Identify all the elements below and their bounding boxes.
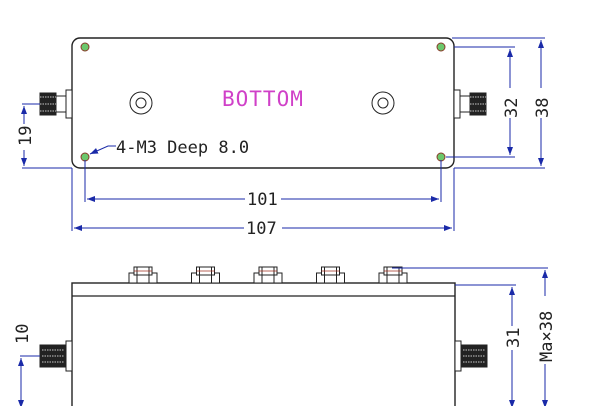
dim-hole-spacing-h: 101 <box>247 190 278 210</box>
top-view: BOTTOM 4-M3 Deep 8.0 <box>14 37 553 239</box>
dim-height: 38 <box>533 98 553 118</box>
tuning-nut <box>191 266 220 284</box>
housing-side-outline <box>71 282 456 406</box>
side-dimension-lines <box>18 267 548 406</box>
view-title: BOTTOM <box>222 87 304 111</box>
tuning-nuts <box>128 266 408 284</box>
mounting-hole <box>436 42 446 52</box>
dim-length: 107 <box>246 219 277 239</box>
mounting-hole <box>436 152 446 162</box>
tuning-screw <box>129 91 153 115</box>
tuning-screw <box>371 91 395 115</box>
sma-connector-left <box>39 89 73 119</box>
tuning-nut <box>253 266 283 284</box>
side-view: 10 31 Ma×38 <box>10 266 557 406</box>
sma-connector-right-side <box>454 340 488 372</box>
sma-connector-left-side <box>39 340 73 372</box>
dim-body-height: 31 <box>504 328 524 348</box>
tuning-nut <box>316 266 345 284</box>
hole-leader <box>89 145 116 155</box>
tuning-nut <box>128 266 158 284</box>
dim-hole-spacing-v: 32 <box>502 98 522 118</box>
mounting-hole <box>80 42 90 52</box>
tuning-nut <box>378 266 408 284</box>
dim-connector-offset: 19 <box>16 126 36 146</box>
dim-max-height: Ma×38 <box>537 311 557 362</box>
sma-connector-right <box>453 89 487 119</box>
mounting-hole <box>80 152 90 162</box>
dimension-lines <box>21 37 545 231</box>
hole-note: 4-M3 Deep 8.0 <box>116 138 249 158</box>
dim-connector-height: 10 <box>13 324 33 344</box>
